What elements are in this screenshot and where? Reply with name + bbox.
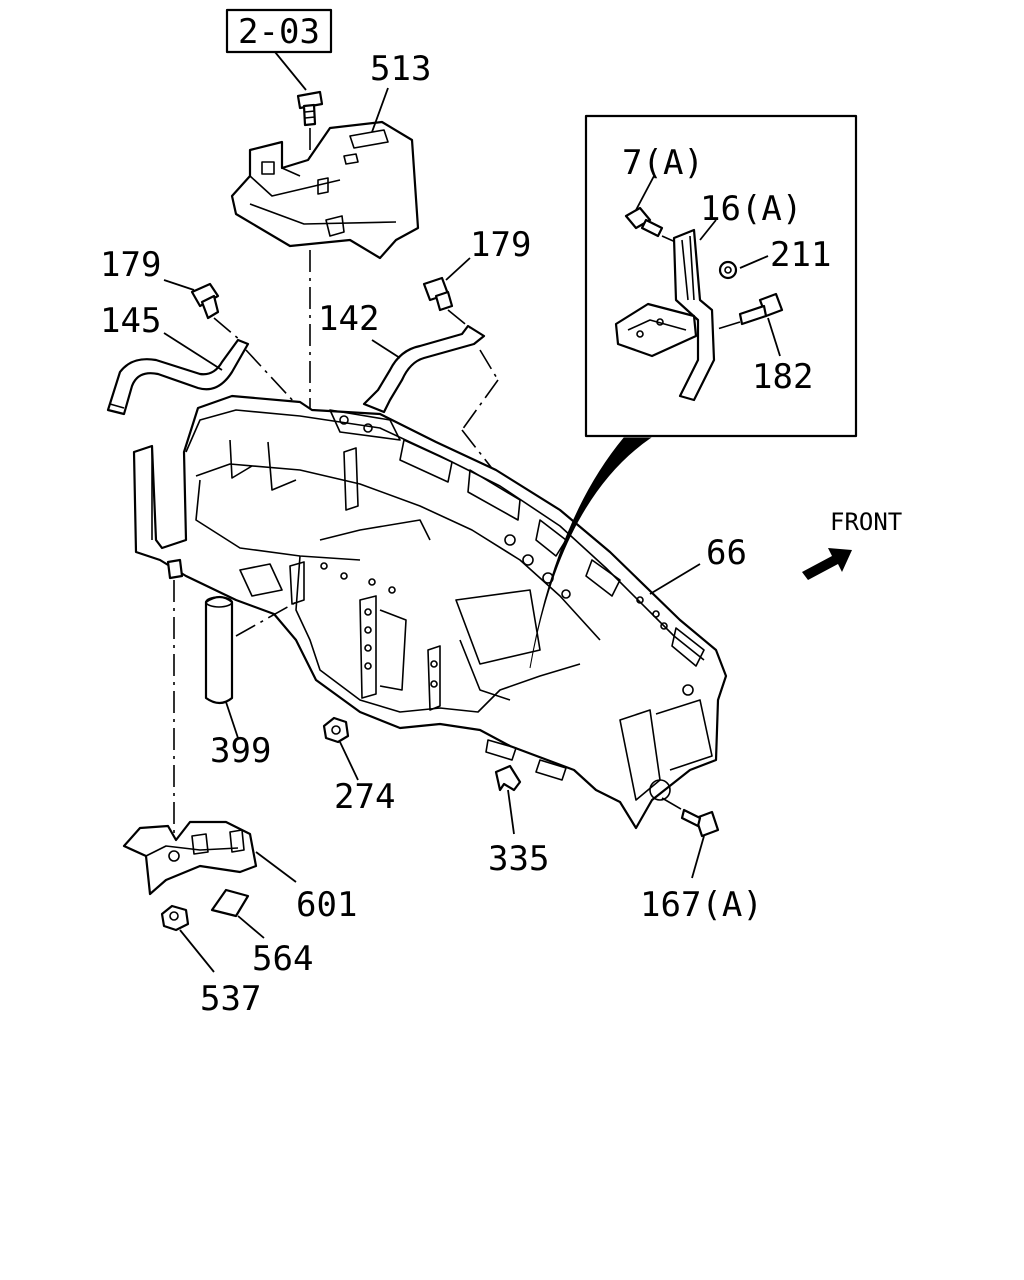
- label-16a: 16(A): [700, 189, 802, 229]
- bolt-179-left: [190, 282, 220, 320]
- label-142: 142: [318, 299, 379, 339]
- front-arrow-icon: [802, 548, 852, 580]
- label-564: 564: [252, 939, 313, 979]
- front-label: FRONT: [830, 508, 902, 536]
- label-66: 66: [706, 533, 747, 573]
- bolt-167a: [680, 808, 720, 838]
- reference-box-label: 2-03: [238, 12, 320, 52]
- detail-inset: 7(A) 16(A) 211 182: [584, 114, 858, 438]
- label-399: 399: [210, 731, 271, 771]
- rod-145: [106, 338, 250, 416]
- plate-564: [210, 888, 250, 918]
- label-167a: 167(A): [640, 885, 763, 925]
- label-601: 601: [296, 885, 357, 925]
- detail-wedge: [529, 437, 652, 669]
- bolt-179-right: [422, 276, 454, 312]
- nut-537: [160, 904, 190, 932]
- label-335: 335: [488, 839, 549, 879]
- nut-274: [322, 716, 350, 744]
- reference-box[interactable]: 2-03: [225, 8, 333, 54]
- frame-66: [132, 394, 728, 830]
- bracket-513: [230, 120, 420, 260]
- label-211: 211: [770, 235, 831, 275]
- bracket-601: [122, 820, 258, 896]
- label-179-right: 179: [470, 225, 531, 265]
- label-145: 145: [100, 301, 161, 341]
- label-182: 182: [752, 357, 813, 397]
- front-indicator: FRONT: [802, 508, 902, 580]
- tube-399: [204, 595, 234, 705]
- label-274: 274: [334, 777, 395, 817]
- bolt-top: [296, 90, 324, 127]
- rod-142: [362, 324, 486, 414]
- label-179-left: 179: [100, 245, 161, 285]
- label-513: 513: [370, 49, 431, 89]
- label-537: 537: [200, 979, 261, 1019]
- label-7a: 7(A): [622, 143, 704, 183]
- clip-335: [494, 764, 522, 792]
